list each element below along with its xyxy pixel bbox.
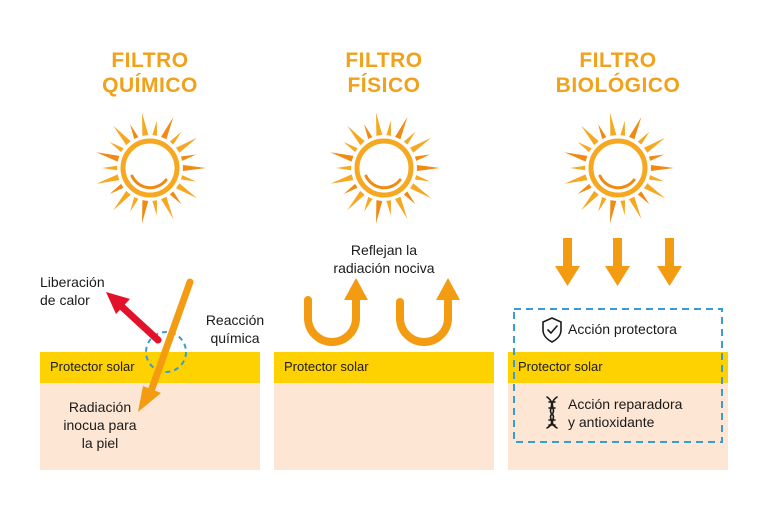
biological-diagram [513, 238, 723, 443]
reflect-arrow-right [396, 292, 452, 346]
shield-check-icon [542, 317, 562, 343]
protection-boundary [513, 308, 723, 443]
panel-title: FILTRO BIOLÓGICO [508, 48, 728, 98]
reflect-arrowhead-right [436, 278, 460, 300]
chemical-diagram [106, 278, 194, 412]
down-arrow [605, 238, 630, 286]
physical-diagram [304, 278, 460, 346]
sunscreen-label: Protector solar [50, 359, 135, 374]
protective-action-label: Acción protectora [568, 321, 677, 337]
sunscreen-layer: Protector solar [40, 352, 260, 383]
title-line-2: QUÍMICO [102, 74, 198, 97]
reflect-label: Reflejan la radiación nociva [333, 242, 435, 276]
panel-title: FILTRO FÍSICO [274, 48, 494, 98]
dna-icon [546, 396, 558, 429]
reflect-arrowhead-left [344, 278, 368, 300]
heat-release-label: Liberación de calor [40, 274, 105, 308]
down-arrow [657, 238, 682, 286]
title-line-2: FÍSICO [347, 74, 421, 97]
down-arrow [555, 238, 580, 286]
panel-title: FILTRO QUÍMICO [40, 48, 260, 98]
skin-layer [274, 383, 494, 470]
reaction-circle [145, 331, 187, 373]
panel-physical-filter: FILTRO FÍSICO Reflejan la radiación noci… [274, 0, 494, 521]
sunscreen-label: Protector solar [518, 359, 603, 374]
title-line-2: BIOLÓGICO [555, 74, 681, 97]
harmless-radiation-label: Radiación inocua para la piel [63, 399, 137, 451]
sunscreen-layer: Protector solar [508, 352, 728, 383]
sun-icon [330, 112, 440, 224]
title-line-1: FILTRO [345, 49, 423, 72]
incoming-ray-arrowhead [138, 386, 161, 412]
panel-chemical-filter: FILTRO QUÍMICO Protector solar Liberació… [40, 0, 264, 521]
skin-layer [508, 383, 728, 470]
reflect-arrow-left [304, 292, 360, 346]
repair-action-label: Acción reparadora y antioxidante [568, 396, 683, 430]
sunscreen-layer: Protector solar [274, 352, 494, 383]
panel-biological-filter: FILTRO BIOLÓGICO Protector solar [508, 0, 728, 521]
title-line-1: FILTRO [111, 49, 189, 72]
heat-arrowhead [106, 292, 130, 314]
chemical-reaction-label: Reacción química [205, 312, 265, 346]
title-line-1: FILTRO [579, 49, 657, 72]
sun-icon [96, 112, 206, 224]
sunscreen-label: Protector solar [284, 359, 369, 374]
heat-arrow [116, 301, 162, 344]
sun-icon [564, 112, 674, 224]
incoming-ray-arrow [146, 278, 194, 398]
